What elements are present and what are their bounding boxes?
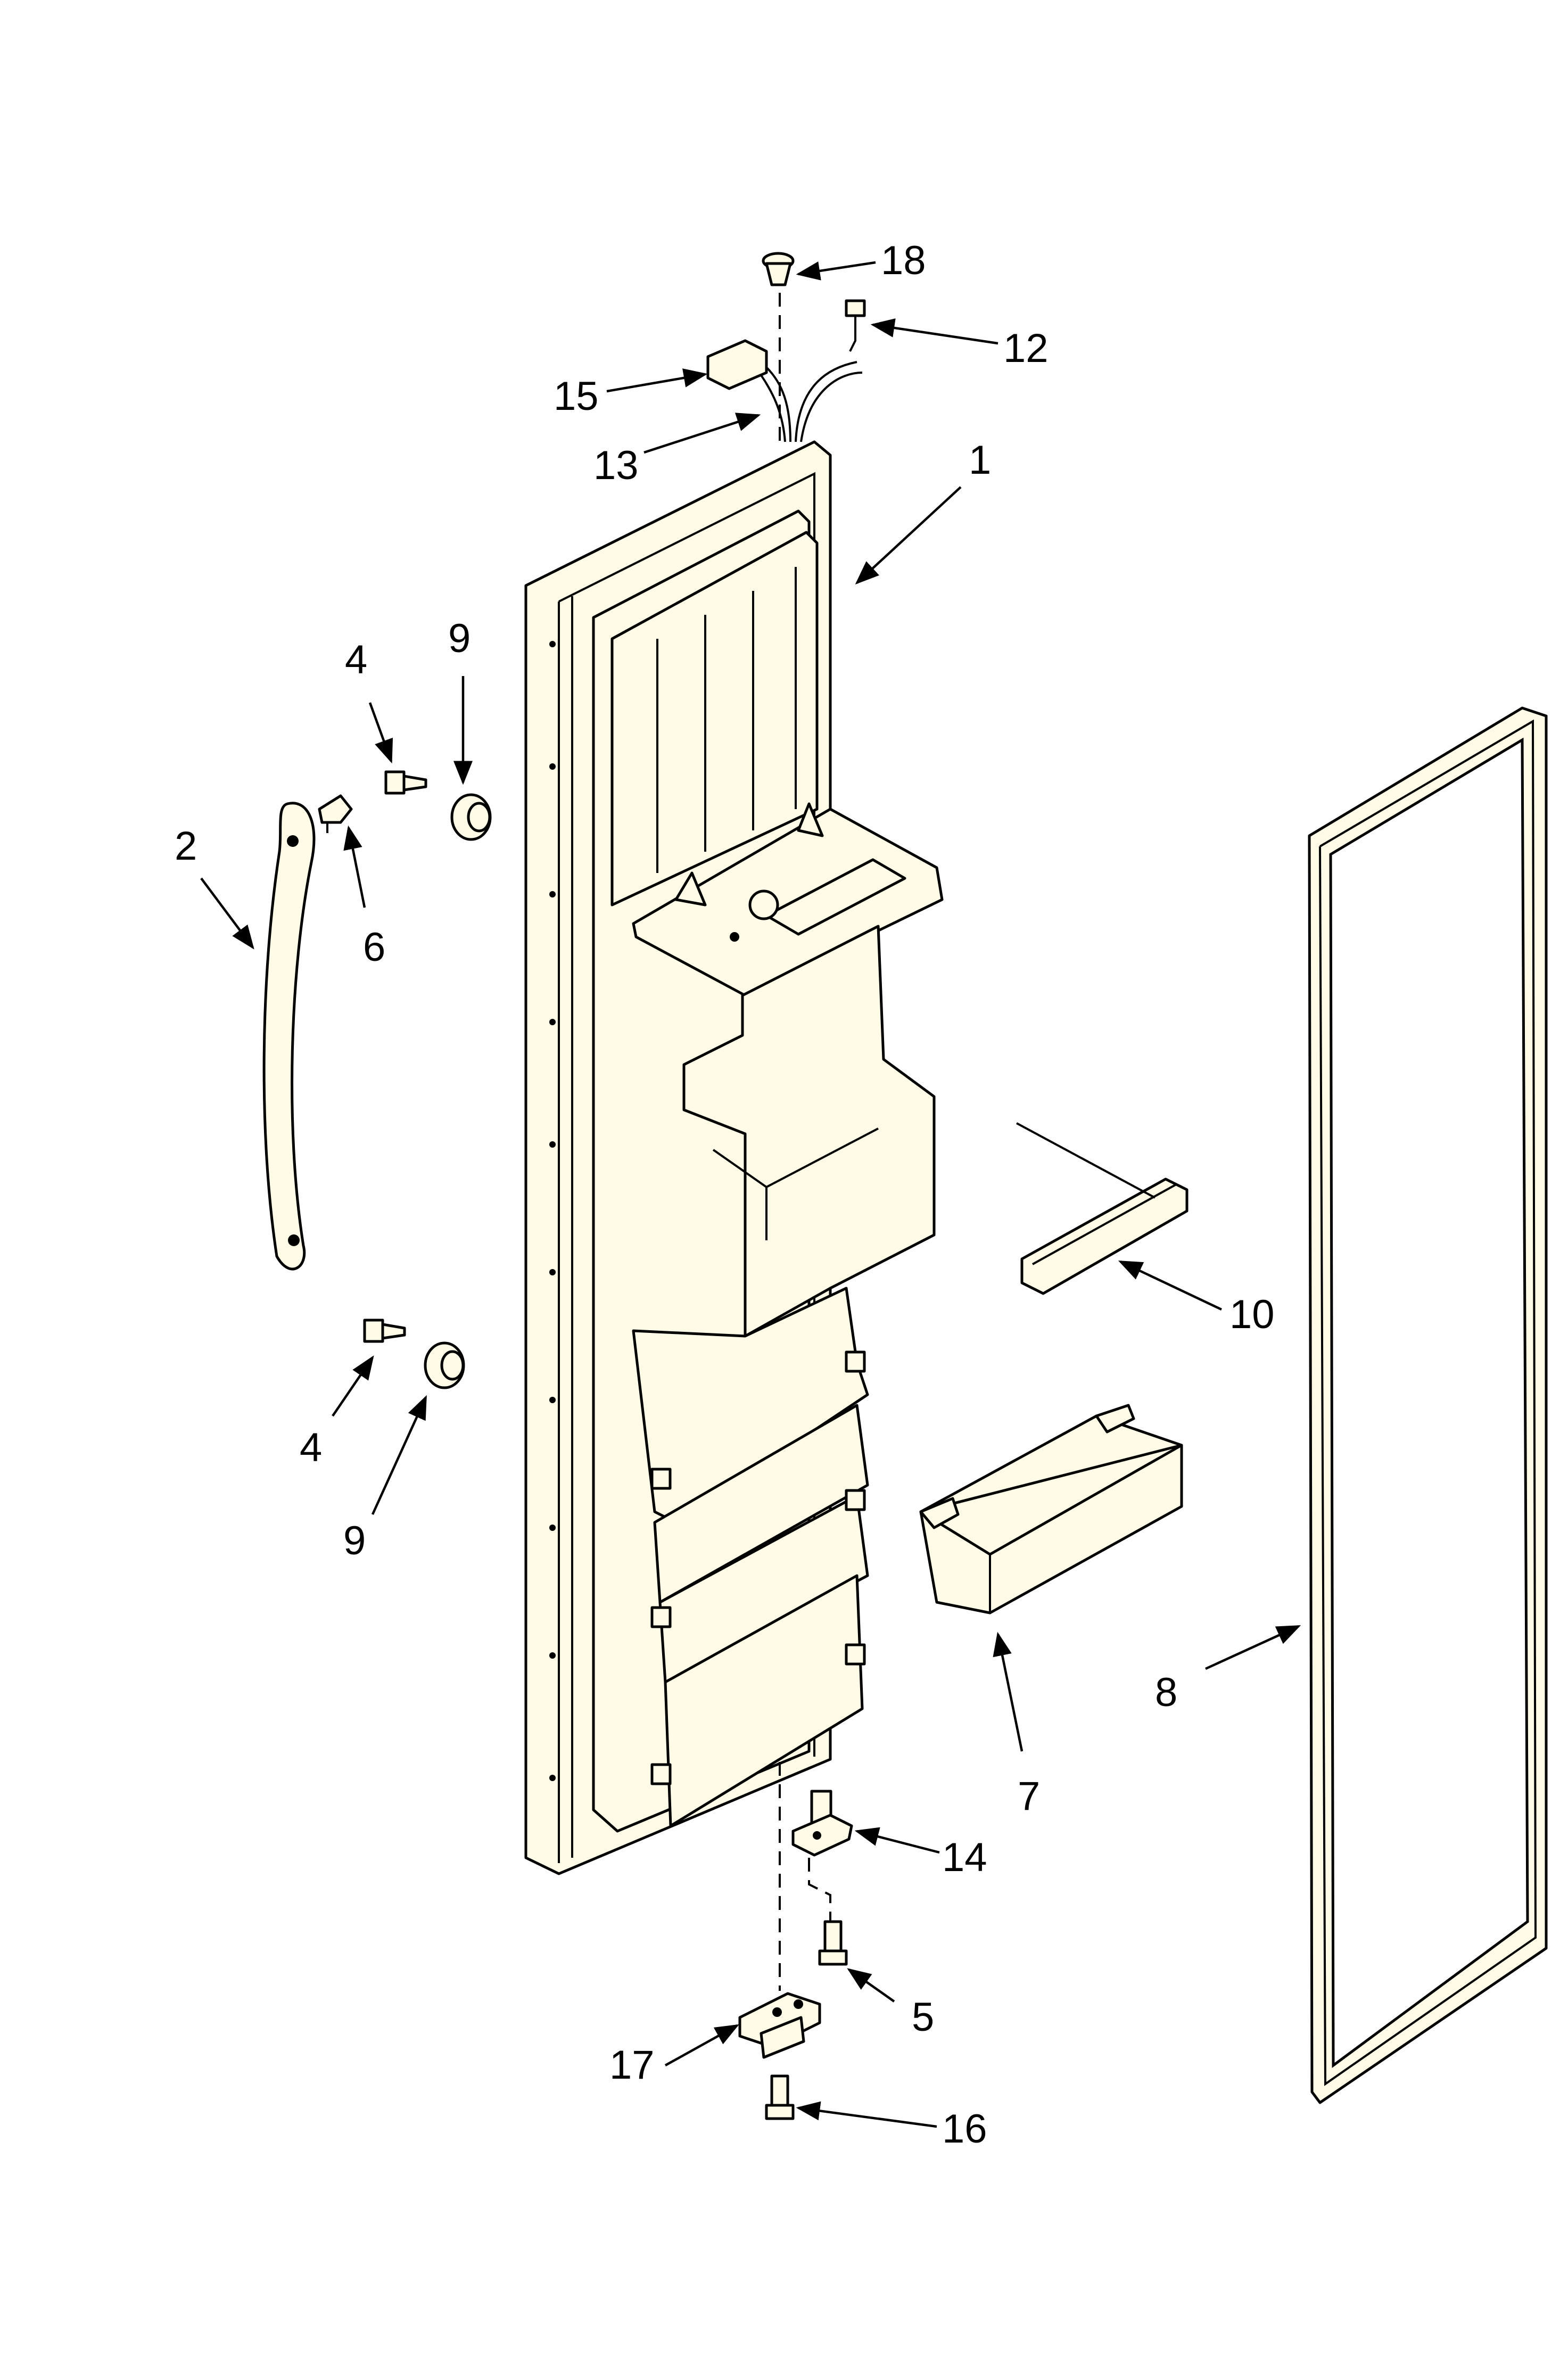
screw-6 [318,794,353,833]
callout-5: 5 [912,1995,934,2040]
callout-1: 1 [969,438,991,483]
callout-18: 18 [881,238,926,283]
wire-harness [755,361,863,442]
callout-4-upper: 4 [345,637,367,682]
callout-4-lower: 4 [300,1425,322,1470]
door-panel [524,440,944,1875]
hinge-screw-16 [765,2074,795,2120]
door-bin [919,1404,1183,1614]
screw-4-lower [363,1319,406,1343]
lower-bins [632,1287,869,1827]
screw-4-upper [384,770,427,795]
hinge-screw-5 [818,1920,848,1966]
ribs [656,567,797,873]
callout-7: 7 [1018,1774,1040,1819]
wire-connector [706,339,768,390]
callout-12: 12 [1003,326,1049,371]
callout-8: 8 [1155,1670,1177,1715]
leader-lines [200,261,1301,2128]
frame-holes [549,641,556,1781]
callout-15: 15 [554,374,599,419]
callout-13: 13 [593,443,639,488]
door-gasket [1308,706,1548,2104]
hinge-17 [738,1992,821,2059]
callout-9-upper: 9 [448,616,471,661]
callout-labels: 18 12 15 13 1 4 9 2 6 10 4 9 8 7 14 5 17… [175,238,1275,2152]
callout-9-lower: 9 [343,1518,366,1563]
callout-14: 14 [942,1835,987,1880]
door-handle [262,802,316,1271]
spacer-9-upper [450,793,492,841]
harness-screw [845,299,866,352]
callout-17: 17 [609,2042,655,2088]
fastener-cap [762,252,795,286]
callout-16: 16 [942,2106,987,2152]
callout-10: 10 [1229,1292,1275,1337]
spacer-9-lower [424,1341,465,1389]
callout-2: 2 [175,823,197,869]
callout-6: 6 [363,925,385,970]
hinge-pin-bracket [791,1790,853,1857]
trim-strip [1016,1122,1189,1295]
